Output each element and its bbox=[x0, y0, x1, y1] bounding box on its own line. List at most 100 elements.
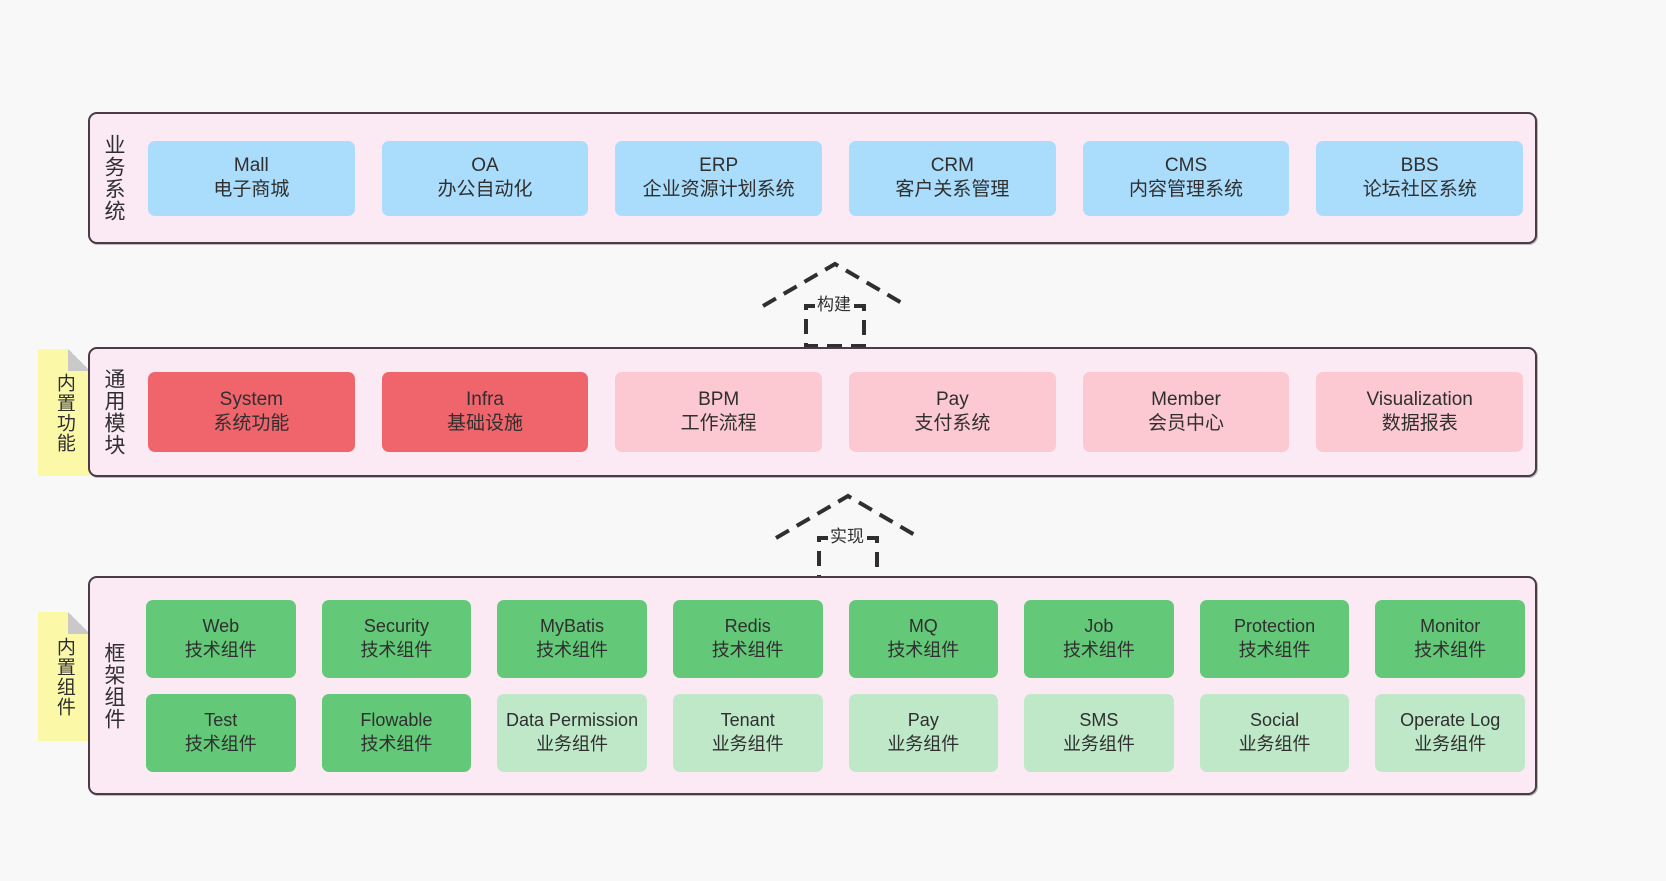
card-title-en: Web bbox=[202, 616, 240, 637]
card-title-cn: 技术组件 bbox=[184, 639, 257, 660]
card-social[interactable]: Social 业务组件 bbox=[1199, 693, 1350, 772]
card-title-en: Pay bbox=[935, 388, 969, 410]
note-label: 内置功能 bbox=[53, 372, 75, 453]
connector-build-label: 构建 bbox=[815, 290, 853, 315]
card-data-permission[interactable]: Data Permission 业务组件 bbox=[497, 693, 647, 772]
card-sms[interactable]: SMS 业务组件 bbox=[1024, 693, 1174, 772]
card-title-en: BPM bbox=[698, 388, 740, 410]
card-test[interactable]: Test 技术组件 bbox=[146, 693, 296, 772]
card-protection[interactable]: Protection 技术组件 bbox=[1199, 599, 1350, 678]
card-pay[interactable]: Pay 支付系统 bbox=[849, 372, 1056, 452]
card-title-en: Visualization bbox=[1366, 388, 1473, 410]
layer-common-title: 通用模块 bbox=[101, 368, 125, 456]
card-title-cn: 基础设施 bbox=[447, 413, 524, 434]
layer-business-title: 业务系统 bbox=[101, 134, 125, 222]
card-title-en: MQ bbox=[908, 616, 938, 637]
card-title-cn: 企业资源计划系统 bbox=[642, 179, 795, 200]
card-title-en: Job bbox=[1084, 616, 1114, 637]
card-row: System 系统功能 Infra 基础设施 BPM 工作流程 Pay 支付系统… bbox=[148, 372, 1524, 452]
card-title-en: Mall bbox=[233, 154, 269, 176]
layer-common-module[interactable]: 通用模块 System 系统功能 Infra 基础设施 BPM 工作流程 Pay… bbox=[88, 347, 1537, 477]
card-title-cn: 技术组件 bbox=[1414, 639, 1487, 660]
layer-framework-component[interactable]: 框架组件 Web 技术组件 Security 技术组件 MyBatis 技术组件… bbox=[88, 576, 1537, 795]
card-crm[interactable]: CRM 客户关系管理 bbox=[849, 140, 1056, 216]
card-title-cn: 技术组件 bbox=[711, 639, 784, 660]
card-title-en: Operate Log bbox=[1400, 710, 1501, 731]
connector-implement-label: 实现 bbox=[828, 522, 866, 547]
card-bpm[interactable]: BPM 工作流程 bbox=[615, 372, 823, 452]
card-operate-log[interactable]: Operate Log 业务组件 bbox=[1375, 693, 1525, 772]
card-oa[interactable]: OA 办公自动化 bbox=[381, 140, 589, 216]
card-title-cn: 技术组件 bbox=[360, 639, 433, 660]
card-flowable[interactable]: Flowable 技术组件 bbox=[321, 693, 472, 772]
card-title-cn: 业务组件 bbox=[1238, 733, 1311, 754]
card-title-en: Test bbox=[204, 710, 238, 731]
card-title-cn: 技术组件 bbox=[887, 639, 960, 660]
card-title-cn: 系统功能 bbox=[213, 413, 290, 434]
layer-common-cards: System 系统功能 Infra 基础设施 BPM 工作流程 Pay 支付系统… bbox=[136, 349, 1535, 475]
card-pay-business[interactable]: Pay 业务组件 bbox=[848, 693, 999, 772]
layer-framework-title: 框架组件 bbox=[101, 641, 125, 730]
card-title-en: Social bbox=[1250, 710, 1300, 731]
card-title-cn: 业务组件 bbox=[887, 733, 960, 754]
layer-framework-cards: Web 技术组件 Security 技术组件 MyBatis 技术组件 Redi… bbox=[136, 578, 1535, 793]
card-bbs[interactable]: BBS 论坛社区系统 bbox=[1316, 140, 1524, 216]
card-title-cn: 业务组件 bbox=[1062, 733, 1135, 754]
card-title-en: CMS bbox=[1164, 154, 1208, 176]
connector-implement-arrow: 实现 bbox=[768, 490, 928, 580]
card-title-cn: 技术组件 bbox=[360, 733, 433, 754]
card-title-en: ERP bbox=[699, 154, 739, 176]
card-mall[interactable]: Mall 电子商城 bbox=[148, 140, 355, 216]
card-title-en: MyBatis bbox=[540, 616, 605, 637]
connector-build-arrow: 构建 bbox=[755, 258, 915, 348]
card-title-en: OA bbox=[471, 154, 499, 176]
card-title-cn: 论坛社区系统 bbox=[1362, 179, 1477, 200]
layer-business-cards: Mall 电子商城 OA 办公自动化 ERP 企业资源计划系统 CRM 客户关系… bbox=[136, 114, 1535, 242]
layer-business-system[interactable]: 业务系统 Mall 电子商城 OA 办公自动化 ERP 企业资源计划系统 CRM… bbox=[88, 112, 1537, 244]
card-infra[interactable]: Infra 基础设施 bbox=[381, 372, 589, 452]
card-title-cn: 技术组件 bbox=[184, 733, 257, 754]
card-title-en: System bbox=[219, 388, 284, 410]
card-row: Web 技术组件 Security 技术组件 MyBatis 技术组件 Redi… bbox=[146, 599, 1525, 678]
card-title-cn: 客户关系管理 bbox=[895, 179, 1010, 200]
card-monitor[interactable]: Monitor 技术组件 bbox=[1375, 599, 1525, 678]
card-title-en: Redis bbox=[724, 616, 771, 637]
note-builtin-component: 内置组件 bbox=[38, 612, 90, 741]
card-system[interactable]: System 系统功能 bbox=[148, 372, 355, 452]
card-title-cn: 业务组件 bbox=[1414, 733, 1487, 754]
card-title-en: Data Permission bbox=[506, 710, 639, 731]
card-title-cn: 内容管理系统 bbox=[1129, 179, 1244, 200]
card-web[interactable]: Web 技术组件 bbox=[146, 599, 296, 678]
card-title-en: SMS bbox=[1079, 710, 1119, 731]
card-row: Test 技术组件 Flowable 技术组件 Data Permission … bbox=[146, 693, 1525, 772]
card-visualization[interactable]: Visualization 数据报表 bbox=[1316, 372, 1524, 452]
card-tenant[interactable]: Tenant 业务组件 bbox=[672, 693, 823, 772]
card-title-cn: 数据报表 bbox=[1381, 413, 1458, 434]
card-title-cn: 技术组件 bbox=[1062, 639, 1135, 660]
card-title-en: Member bbox=[1151, 388, 1221, 410]
card-job[interactable]: Job 技术组件 bbox=[1024, 599, 1174, 678]
card-title-en: CRM bbox=[930, 154, 974, 176]
card-title-cn: 电子商城 bbox=[213, 179, 290, 200]
card-title-en: Security bbox=[363, 616, 429, 637]
card-cms[interactable]: CMS 内容管理系统 bbox=[1082, 140, 1290, 216]
card-member[interactable]: Member 会员中心 bbox=[1082, 372, 1290, 452]
card-title-cn: 业务组件 bbox=[711, 733, 784, 754]
card-title-en: Protection bbox=[1234, 616, 1316, 637]
card-title-en: Infra bbox=[465, 388, 505, 410]
card-mq[interactable]: MQ 技术组件 bbox=[848, 599, 999, 678]
card-title-en: Tenant bbox=[720, 710, 775, 731]
card-title-cn: 技术组件 bbox=[1238, 639, 1311, 660]
card-erp[interactable]: ERP 企业资源计划系统 bbox=[615, 140, 823, 216]
card-title-cn: 业务组件 bbox=[536, 733, 609, 754]
note-label: 内置组件 bbox=[53, 636, 75, 717]
card-title-cn: 办公自动化 bbox=[437, 179, 533, 200]
card-security[interactable]: Security 技术组件 bbox=[321, 599, 472, 678]
card-title-cn: 工作流程 bbox=[680, 413, 757, 434]
card-mybatis[interactable]: MyBatis 技术组件 bbox=[497, 599, 647, 678]
card-title-en: BBS bbox=[1400, 154, 1439, 176]
card-redis[interactable]: Redis 技术组件 bbox=[672, 599, 823, 678]
card-title-cn: 会员中心 bbox=[1148, 413, 1225, 434]
card-title-cn: 技术组件 bbox=[536, 639, 609, 660]
